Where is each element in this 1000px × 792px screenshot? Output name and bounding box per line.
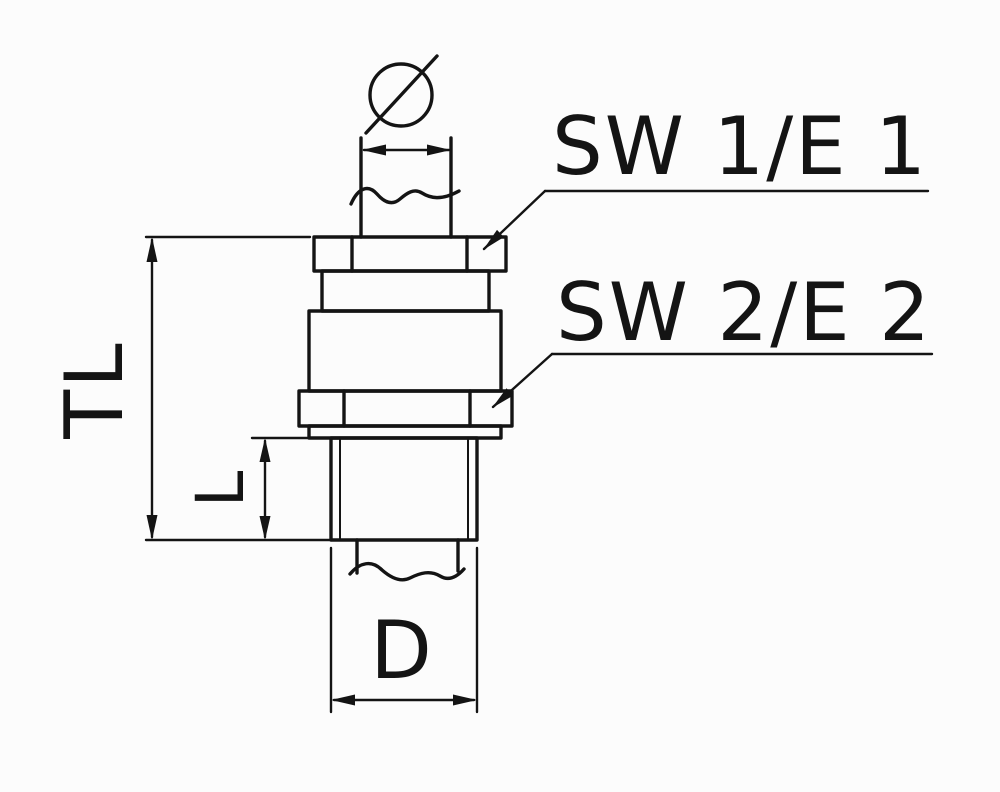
diameter-symbol-slash xyxy=(364,54,439,135)
label-sw2: SW 2/E 2 xyxy=(556,266,932,359)
cable-diameter-symbol xyxy=(364,54,439,135)
thread-diameter-dimension: D xyxy=(329,546,479,714)
cable-break-line xyxy=(349,186,461,206)
hex-flange-1 xyxy=(312,235,508,273)
washer-band xyxy=(307,424,503,440)
upper-cable xyxy=(349,136,461,239)
arrowhead-down-icon xyxy=(146,515,158,540)
label-thread-diameter: D xyxy=(370,604,434,697)
label-sw1: SW 1/E 1 xyxy=(552,100,928,193)
leader-arrowhead-sw1-icon xyxy=(483,229,504,250)
diameter-symbol-circle xyxy=(368,62,434,128)
arrowhead-up-icon xyxy=(146,237,158,262)
sw1-callout: SW 1/E 1 xyxy=(482,100,930,251)
thread-length-dimension: L xyxy=(182,436,330,540)
upper-band xyxy=(320,269,491,313)
arrowhead-right-icon xyxy=(453,694,477,706)
lower-cable-break-line xyxy=(348,562,466,582)
arrowhead-right-icon xyxy=(427,144,451,156)
threaded-section xyxy=(329,436,479,542)
label-total-length: TL xyxy=(48,341,141,439)
hex-flange-2 xyxy=(297,389,514,428)
total-length-dimension: TL xyxy=(48,235,332,542)
leader-arrowhead-sw2-icon xyxy=(492,388,514,408)
gland-body xyxy=(297,235,514,542)
arrowhead-down-icon xyxy=(259,516,271,540)
arrowhead-up-icon xyxy=(259,438,271,462)
cable-diameter-dimension xyxy=(362,144,451,156)
main-body xyxy=(307,309,503,393)
arrowhead-left-icon xyxy=(331,694,355,706)
lower-cable xyxy=(348,538,466,582)
arrowhead-left-icon xyxy=(362,144,386,156)
label-thread-length: L xyxy=(182,470,259,507)
sw2-callout: SW 2/E 2 xyxy=(491,266,934,409)
